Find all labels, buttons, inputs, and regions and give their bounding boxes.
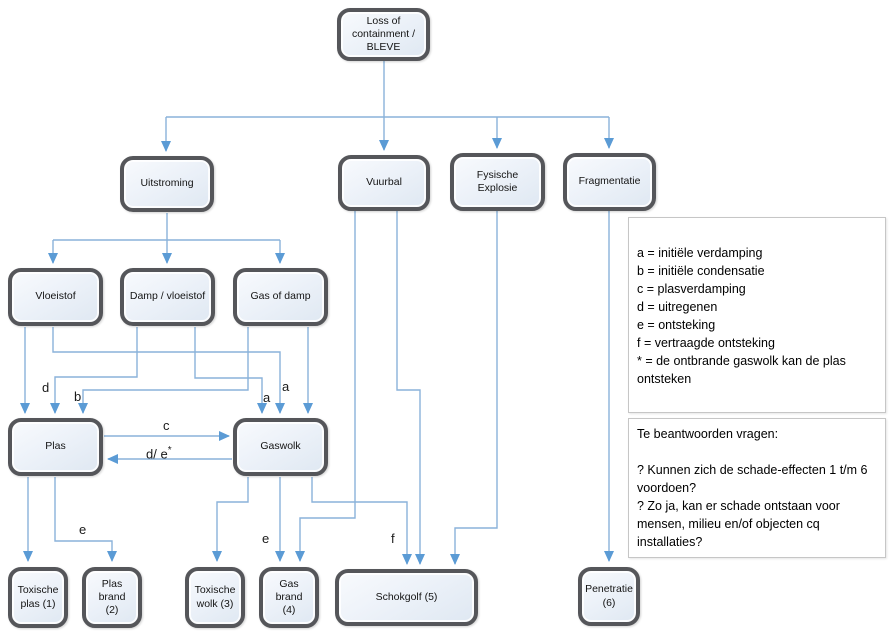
node-label: Penetratie (6) — [585, 583, 633, 609]
node-label: Fysische Explosie — [476, 168, 519, 194]
question-item: ? Kunnen zich de schade-effecten 1 t/m 6… — [637, 463, 868, 495]
legend-panel: a = initiële verdamping b = initiële con… — [628, 217, 886, 413]
node-gas-of-damp: Gas of damp — [233, 268, 328, 326]
edge-label-c: c — [163, 418, 170, 433]
node-label: Gas of damp — [250, 290, 311, 303]
node-label: Fragmentatie — [578, 175, 641, 188]
node-fysische-explosie: Fysische Explosie — [450, 153, 545, 211]
node-label: Gaswolk — [260, 440, 301, 453]
edge-label-e-plasbrand: e — [79, 522, 87, 537]
edge-label-a-vloeistof: a — [282, 379, 290, 394]
legend-line: f = vertraagde ontsteking — [637, 336, 775, 350]
node-gas-brand: Gas brand (4) — [259, 567, 319, 628]
node-toxische-wolk: Toxische wolk (3) — [185, 567, 245, 628]
legend-line: a = initiële verdamping — [637, 246, 763, 260]
node-label: Damp / vloeistof — [129, 290, 206, 303]
node-gaswolk: Gaswolk — [233, 418, 328, 476]
node-label: Vuurbal — [366, 176, 402, 189]
legend-line: b = initiële condensatie — [637, 264, 765, 278]
node-label: Schokgolf (5) — [375, 590, 438, 603]
node-label: Toxische wolk (3) — [194, 584, 236, 610]
node-vuurbal: Vuurbal — [338, 155, 430, 211]
node-label: Plas — [45, 440, 66, 453]
questions-panel: Te beantwoorden vragen: ? Kunnen zich de… — [628, 418, 886, 558]
node-label: Loss of containment / BLEVE — [351, 14, 416, 54]
legend-line: * = de ontbrande gaswolk kan de plas ont… — [637, 354, 846, 386]
node-label: Vloeistof — [35, 290, 76, 303]
node-penetratie: Penetratie (6) — [578, 567, 640, 626]
node-label: Gas brand (4) — [275, 577, 303, 617]
legend-line: d = uitregenen — [637, 300, 718, 314]
edge-label-a-damp: a — [263, 390, 271, 405]
node-uitstroming: Uitstroming — [120, 156, 214, 212]
node-label: Toxische plas (1) — [17, 584, 59, 610]
legend-line: e = ontsteking — [637, 318, 716, 332]
edge-label-d-e-star: d/ e* — [146, 445, 172, 462]
node-fragmentatie: Fragmentatie — [563, 153, 656, 211]
questions-title: Te beantwoorden vragen: — [637, 427, 779, 441]
node-vloeistof: Vloeistof — [8, 268, 103, 326]
edge-label-e-gasbrand: e — [262, 531, 270, 546]
node-loss-of-containment: Loss of containment / BLEVE — [337, 8, 430, 61]
node-label: Plas brand (2) — [98, 577, 126, 617]
node-toxische-plas: Toxische plas (1) — [8, 567, 68, 628]
asterisk-superscript: * — [167, 445, 172, 456]
edge-label-b: b — [74, 389, 82, 404]
question-item: ? Zo ja, kan er schade ontstaan voor men… — [637, 499, 840, 549]
legend-line: c = plasverdamping — [637, 282, 746, 296]
node-damp-vloeistof: Damp / vloeistof — [120, 268, 215, 326]
node-schokgolf: Schokgolf (5) — [335, 569, 478, 626]
node-label: Uitstroming — [140, 177, 194, 190]
node-plas: Plas — [8, 418, 103, 476]
edge-label-d: d — [42, 380, 50, 395]
edge-label-f: f — [391, 531, 395, 546]
node-plas-brand: Plas brand (2) — [82, 567, 142, 628]
spacer — [637, 443, 877, 461]
